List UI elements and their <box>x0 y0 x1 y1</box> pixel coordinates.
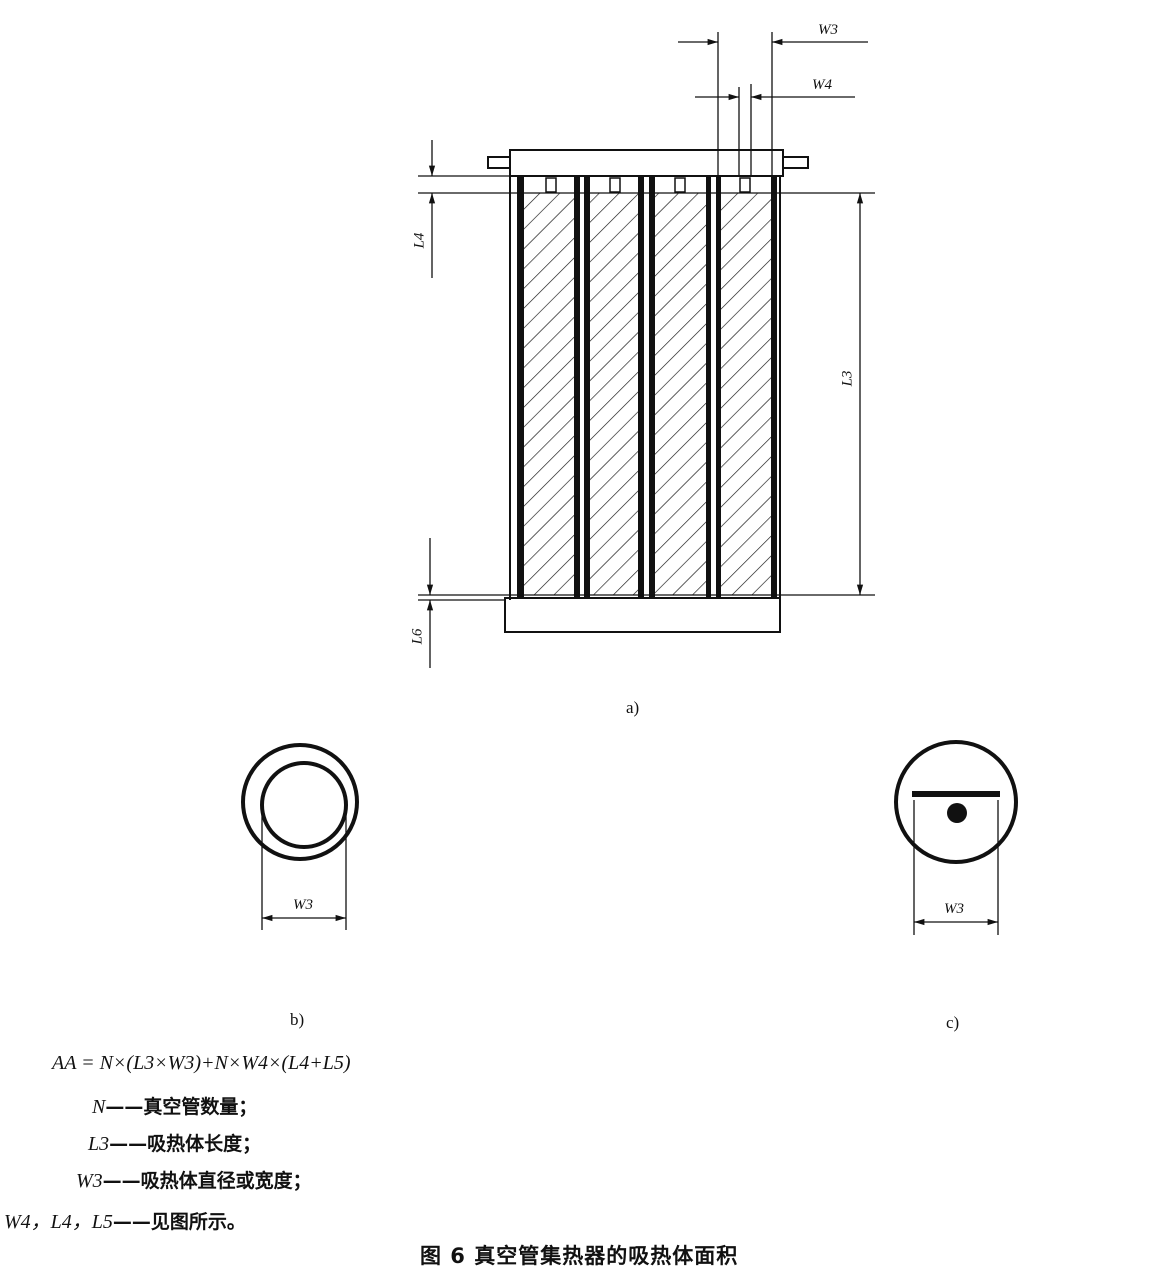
right-pin <box>782 156 809 169</box>
dim-label-l4: L4 <box>411 232 428 249</box>
dim-label-l6: L6 <box>409 628 426 645</box>
formula: AA = N×(L3×W3)+N×W4×(L4+L5) <box>52 1052 351 1074</box>
dim-label-w3-c: W3 <box>944 901 964 917</box>
dim-label-l3: L3 <box>839 370 856 387</box>
legend-item: W4，L4，L5——见图所示。 <box>4 1211 246 1233</box>
sublabel-b: b) <box>290 1010 305 1029</box>
left-pin <box>487 156 511 169</box>
sublabel-c: c) <box>946 1013 960 1032</box>
dim-label-w4: W4 <box>812 77 832 93</box>
dim-label-w3: W3 <box>818 22 838 38</box>
view-a <box>418 32 875 668</box>
absorber-tubes <box>517 176 777 598</box>
view-c <box>894 740 1018 935</box>
sublabel-a: a) <box>626 698 640 717</box>
header-manifold <box>509 149 784 177</box>
legend-item: W3——吸热体直径或宽度； <box>76 1170 312 1192</box>
legend-item: L3——吸热体长度； <box>88 1133 262 1155</box>
legend-item: N——真空管数量； <box>92 1096 258 1118</box>
figure-caption: 图 6 真空管集热器的吸热体面积 <box>420 1244 739 1268</box>
dim-label-w3-b: W3 <box>293 897 313 913</box>
bottom-bar <box>504 597 781 633</box>
view-b <box>241 743 359 930</box>
